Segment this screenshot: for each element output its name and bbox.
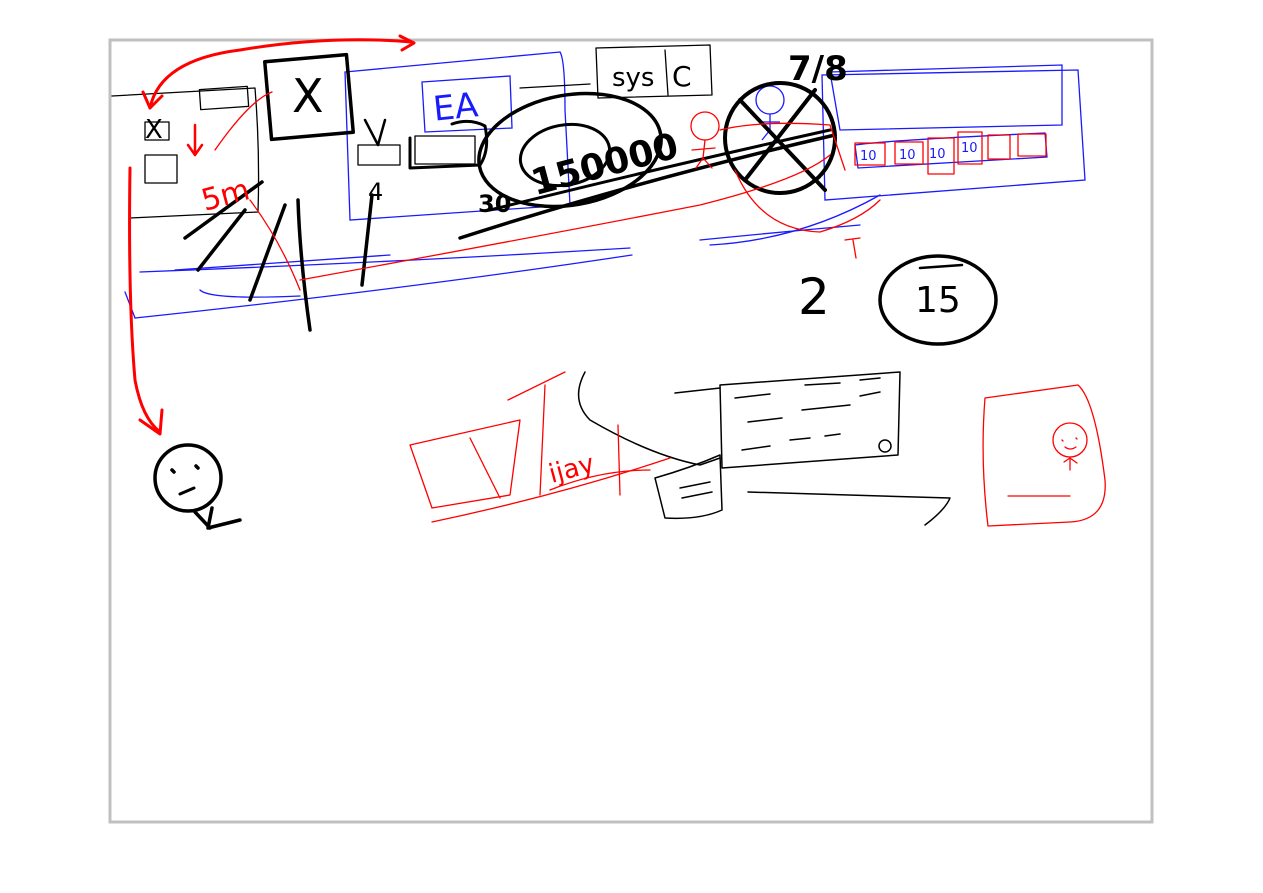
counter-value: 10	[929, 147, 946, 162]
counter-value: 10	[961, 141, 978, 156]
label-x-box: X	[292, 69, 324, 123]
counter-value: 10	[899, 148, 916, 163]
label-x-small: X	[145, 115, 163, 145]
label-4: 4	[368, 178, 383, 206]
label-c: C	[672, 60, 692, 93]
whiteboard-frame	[108, 38, 1154, 824]
counter-value: 10	[860, 149, 877, 164]
blue-sketch-structure	[124, 51, 1086, 319]
label-sys: sys	[612, 63, 654, 93]
blue-stick-person	[755, 85, 785, 141]
label-circle-num: 15	[915, 280, 961, 321]
counter-row: 10 10 10 10	[860, 141, 978, 164]
black-sketch-structure	[111, 44, 998, 530]
red-sketch-structure	[128, 34, 1106, 527]
label-num-small: 30	[478, 190, 511, 218]
label-fraction: 7/8	[788, 49, 848, 89]
label-two: 2	[798, 268, 830, 326]
